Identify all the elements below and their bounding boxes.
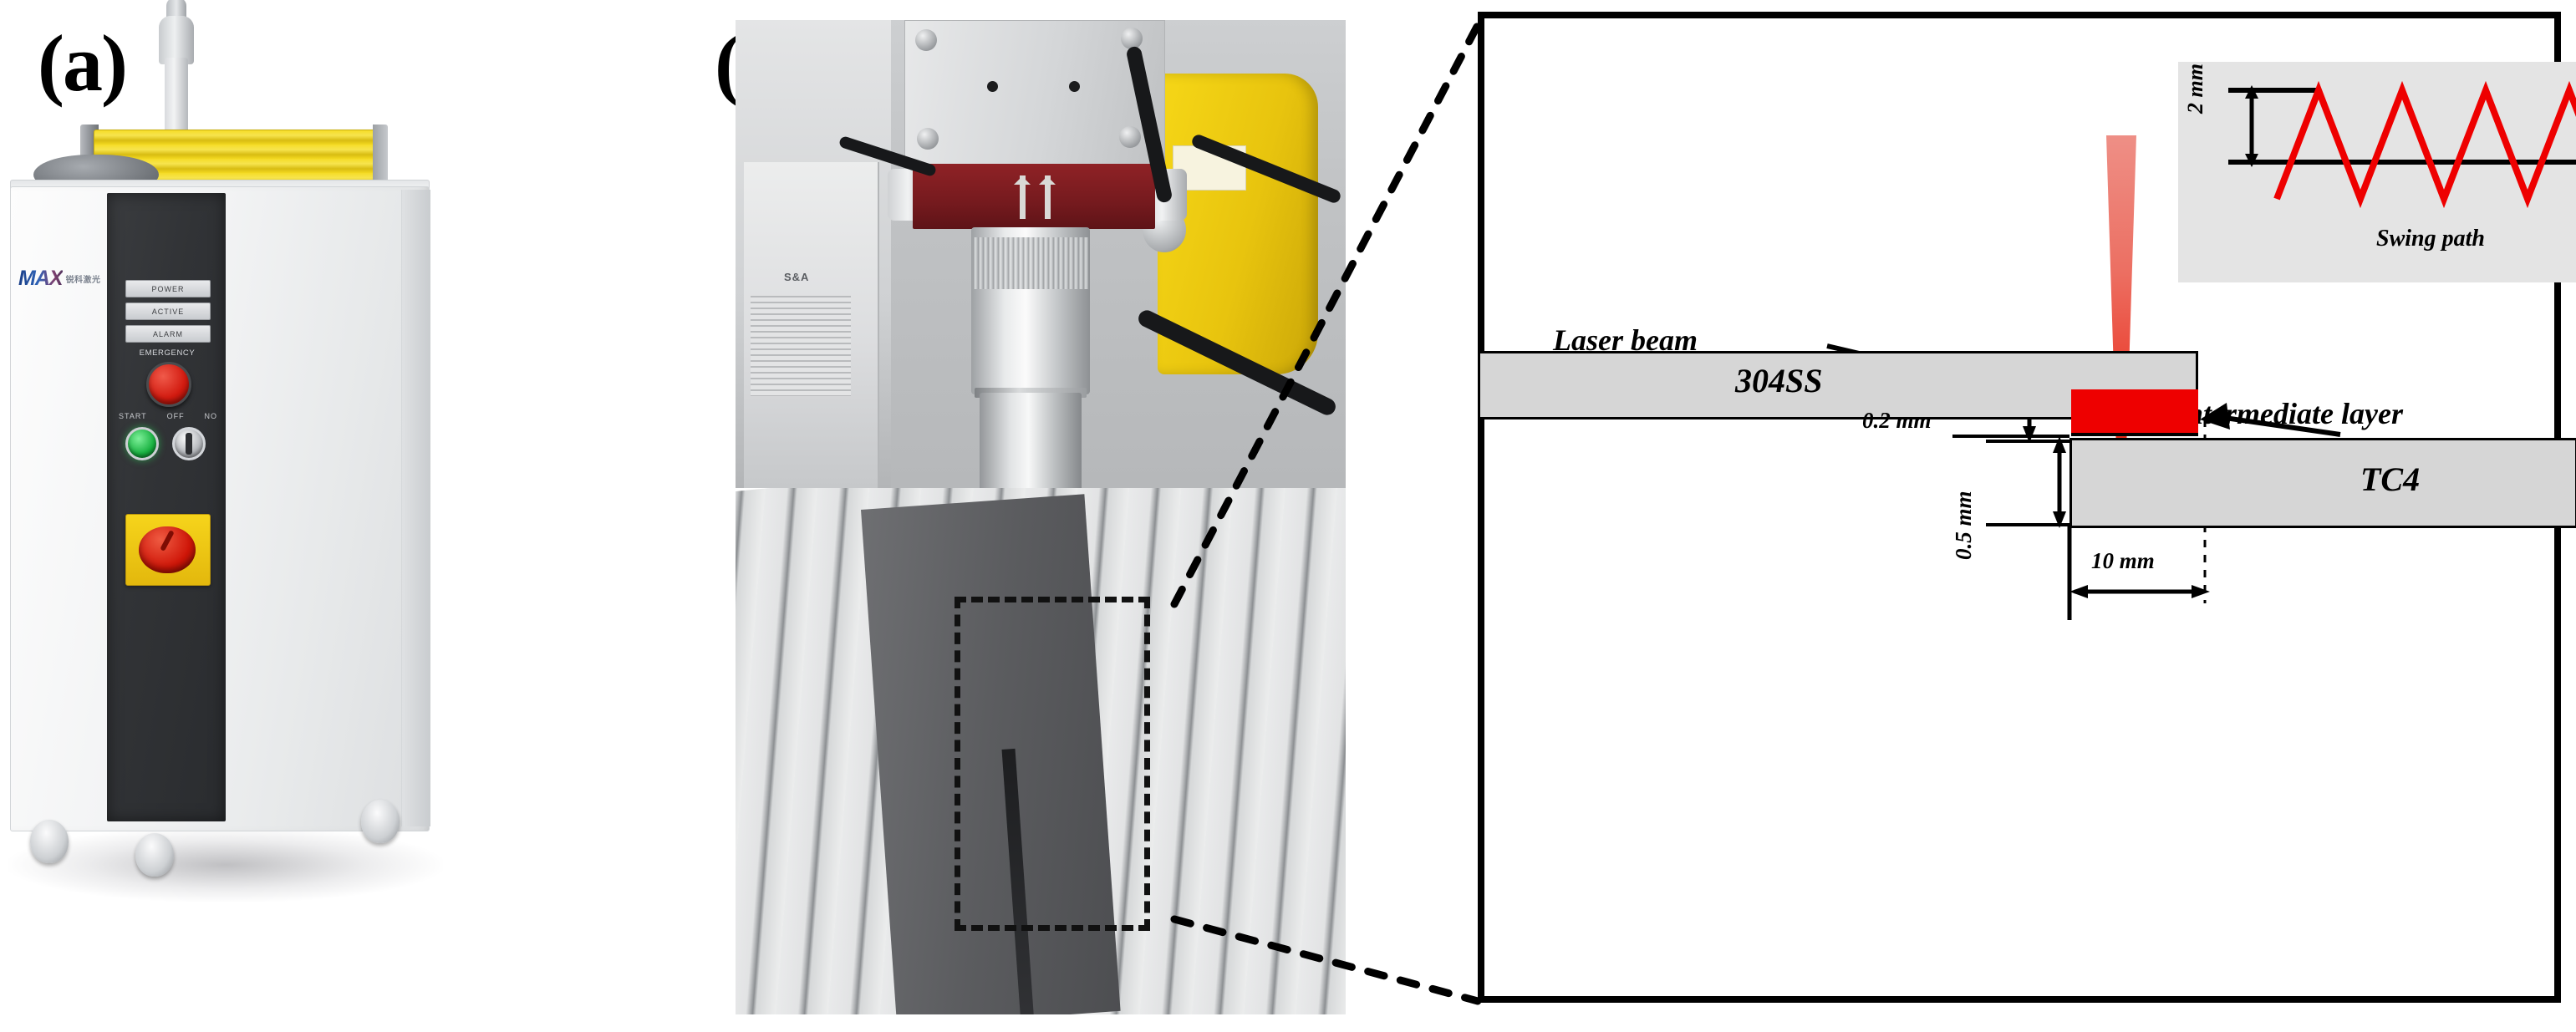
indicator-alarm: ALARM <box>125 325 211 343</box>
switch-label-start: START <box>119 412 147 420</box>
intermediate-layer-label: Intermediate layer <box>2175 397 2403 430</box>
cabinet-right-edge <box>401 190 430 826</box>
panel-b: (b) S&A <box>715 0 1346 1032</box>
zoom-region-box <box>955 597 1150 931</box>
mount-screw <box>915 29 937 51</box>
welding-head-mount <box>904 20 1165 165</box>
max-logo-subtext: 锐科激光 <box>65 275 101 285</box>
max-logo-text: MAX <box>18 266 64 290</box>
emergency-label: EMERGENCY <box>139 348 196 358</box>
fiber-connector-head <box>159 16 194 64</box>
main-disconnect-knob[interactable] <box>139 526 196 573</box>
indicator-active: ACTIVE <box>125 302 211 320</box>
swing-amplitude-label: 2 mm <box>2183 64 2207 114</box>
panel-a-letter: (a) <box>38 18 128 108</box>
laser-source-photo: MAX 锐科激光 POWER ACTIVE ALARM EMERGENCY ST… <box>0 0 468 948</box>
caster-wheel <box>361 800 400 843</box>
chiller-label: S&A <box>784 271 810 283</box>
fiber-coil-right-cap <box>373 125 388 193</box>
control-column <box>107 193 226 821</box>
plate-tc4-label: TC4 <box>2360 460 2421 498</box>
mount-hole <box>987 81 998 92</box>
intermediate-layer-block <box>2071 389 2198 436</box>
main-disconnect-plate <box>125 514 211 586</box>
panel-c: (c) 2 mm Swing path Laser beam Intermedi… <box>1346 0 2576 1032</box>
dim-interlayer-thickness: 0.2 mm <box>1862 408 1932 433</box>
plate-304ss-label: 304SS <box>1735 362 1823 399</box>
indicator-power: POWER <box>125 280 211 297</box>
plate-tc4 <box>2069 438 2576 528</box>
fiber-connector-stalk <box>165 58 188 138</box>
mount-screw <box>1119 126 1141 148</box>
direction-arrow-icon <box>1014 175 1031 219</box>
swing-path-caption: Swing path <box>2376 226 2485 252</box>
switch-label-off: OFF <box>166 412 185 420</box>
chiller-vents <box>751 296 851 396</box>
dim-plate-thickness: 0.5 mm <box>1951 491 1976 560</box>
switch-label-row: START OFF NO <box>119 412 217 420</box>
panel-a: (a) MAX 锐科激光 POWER ACTIVE ALARM EMERGENC… <box>0 0 736 1032</box>
swing-path-plot <box>2228 80 2576 209</box>
welding-head-photo: S&A <box>736 20 1346 1014</box>
mount-screw <box>917 128 939 150</box>
switch-label-no: NO <box>204 412 217 420</box>
laser-head-knurl <box>973 237 1088 289</box>
swing-path-inset: 2 mm Swing path <box>2178 62 2576 282</box>
emergency-stop-button[interactable] <box>146 362 191 407</box>
direction-arrow-icon <box>1039 175 1056 219</box>
caster-wheel <box>135 833 174 877</box>
mount-hole <box>1069 81 1080 92</box>
schematic-frame: 2 mm Swing path Laser beam Intermediate … <box>1478 12 2576 1003</box>
mount-screw <box>1121 28 1143 49</box>
head-red-bracket <box>913 164 1155 229</box>
key-switch[interactable] <box>172 427 206 460</box>
fiber-connector-tip <box>166 0 186 19</box>
dim-overlap-width: 10 mm <box>2091 548 2155 573</box>
start-indicator-button[interactable] <box>125 427 159 460</box>
caster-wheel <box>30 820 69 863</box>
max-logo: MAX 锐科激光 <box>18 266 109 290</box>
